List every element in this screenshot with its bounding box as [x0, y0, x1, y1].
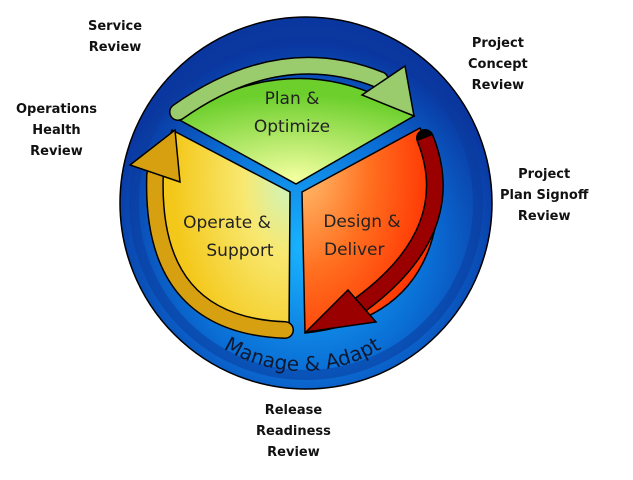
plan-label-line1: Plan &	[265, 89, 320, 109]
design-label-line1: Design &	[323, 212, 400, 232]
operate-label-line2: Support	[206, 241, 274, 261]
plan-label-line2: Optimize	[254, 117, 330, 137]
label-line: Operations	[16, 102, 97, 117]
label-line: Project	[471, 36, 524, 51]
label-line: Project	[518, 167, 571, 182]
project-concept-review-label: Project Concept Review	[468, 33, 528, 96]
label-line: Review	[517, 209, 571, 224]
operate-arrow	[128, 128, 294, 339]
label-line: Plan Signoff	[500, 188, 589, 203]
label-line: Health	[32, 123, 81, 138]
label-line: Review	[88, 40, 142, 55]
label-line: Readiness	[256, 424, 331, 439]
design-arrow	[303, 129, 444, 334]
operate-label-line1: Operate &	[183, 213, 271, 233]
plan-arrow	[169, 56, 415, 121]
label-line: Release	[264, 403, 323, 418]
operations-health-review-label: Operations Health Review	[16, 99, 97, 162]
label-line: Review	[267, 445, 320, 460]
release-readiness-review-label: Release Readiness Review	[256, 400, 331, 463]
label-line: Service	[88, 19, 143, 34]
label-line: Concept	[468, 57, 528, 72]
label-line: Review	[471, 78, 525, 93]
service-review-label: Service Review	[88, 16, 142, 58]
design-label-line2: Deliver	[324, 240, 385, 260]
project-plan-signoff-review-label: Project Plan Signoff Review	[500, 164, 588, 227]
label-line: Review	[30, 144, 83, 159]
